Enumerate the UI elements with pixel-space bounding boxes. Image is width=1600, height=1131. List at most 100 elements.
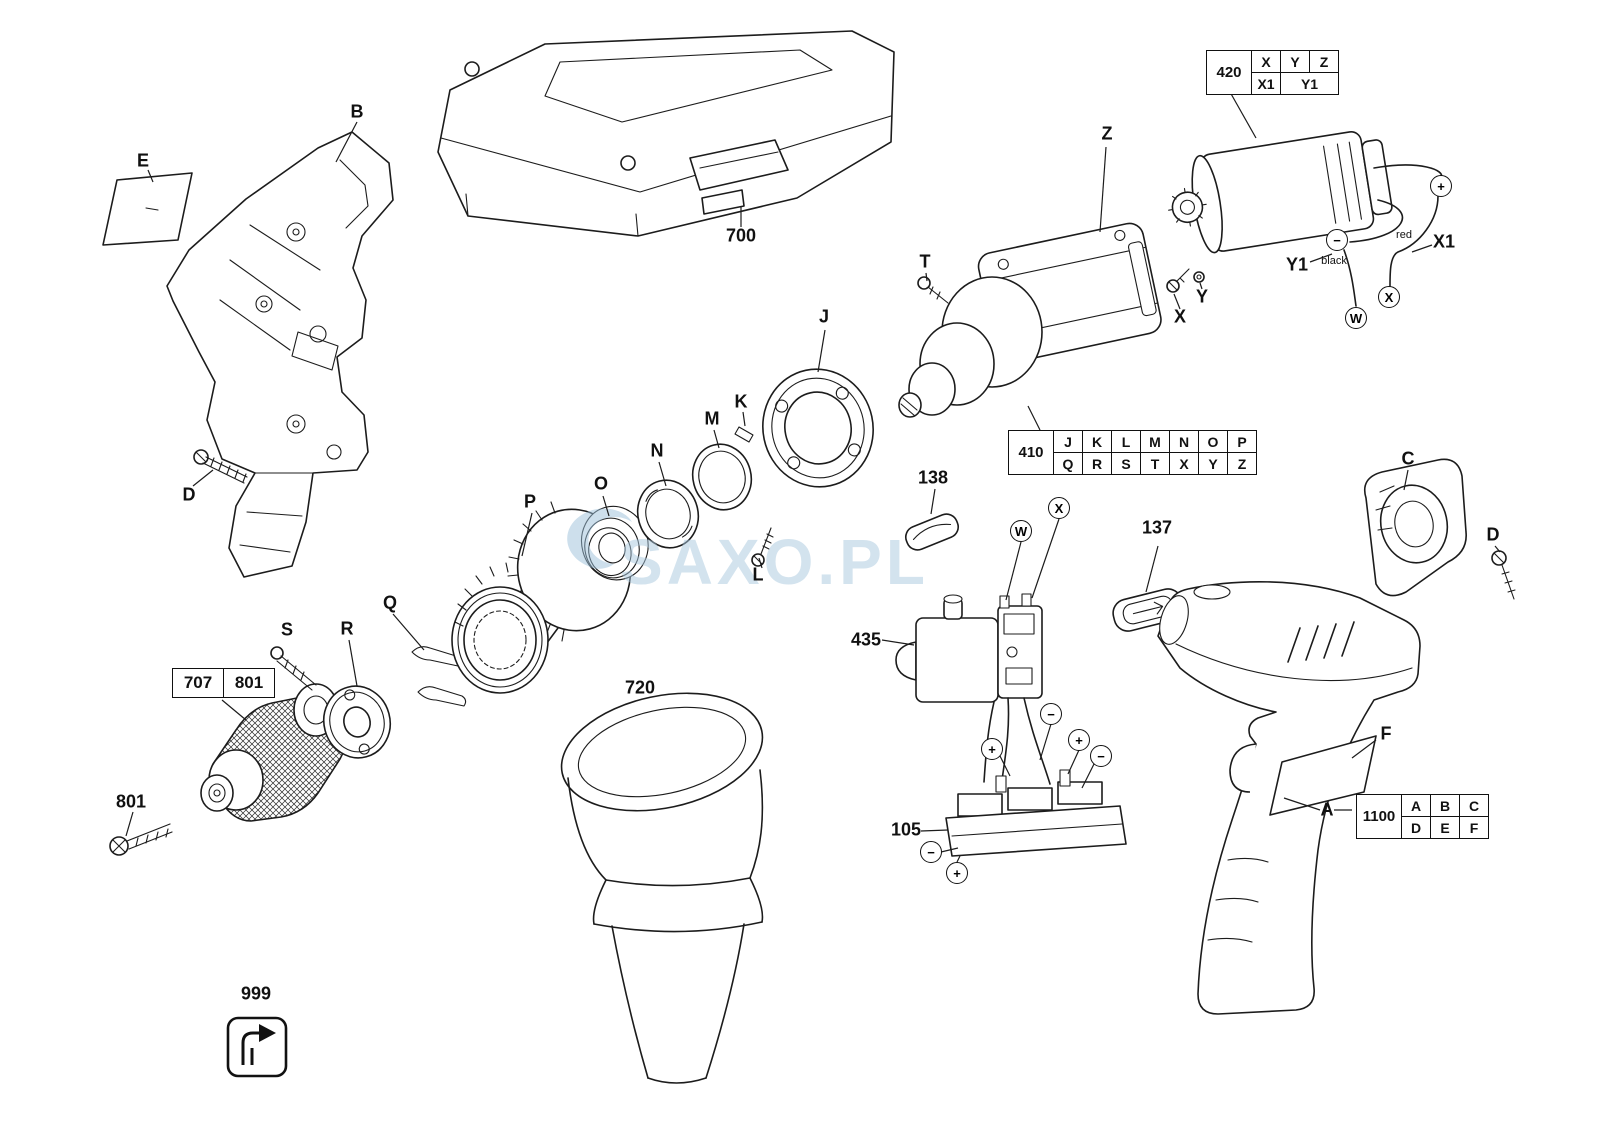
table-cell: N bbox=[1169, 430, 1199, 453]
label-s: S bbox=[280, 619, 294, 640]
table-cell: X1 bbox=[1251, 72, 1281, 95]
table-cell: L bbox=[1111, 430, 1141, 453]
table-cell: Z bbox=[1227, 452, 1257, 475]
label-d-right: D bbox=[1486, 524, 1500, 545]
table-cell: J bbox=[1053, 430, 1083, 453]
label-a: A bbox=[1320, 799, 1334, 820]
button-138 bbox=[904, 513, 960, 551]
dust-nozzle-720 bbox=[560, 692, 764, 1084]
terminal-minus-wire-2: − bbox=[1090, 745, 1112, 767]
table-id-1100: 1100 bbox=[1356, 794, 1402, 839]
motor-screw-x bbox=[1166, 268, 1190, 293]
watermark: SAXO.PL bbox=[567, 508, 929, 598]
recycle-box-999 bbox=[226, 1016, 288, 1078]
part-number-435: 435 bbox=[850, 629, 882, 650]
table-cell: A bbox=[1401, 794, 1431, 817]
label-n: N bbox=[650, 440, 664, 461]
housing-left-b bbox=[166, 131, 394, 578]
table-cell: Z bbox=[1309, 50, 1339, 73]
watermark-text: SAXO.PL bbox=[620, 526, 929, 598]
switch-435 bbox=[895, 593, 1051, 785]
label-y1: Y1 bbox=[1285, 254, 1309, 275]
washer-r bbox=[322, 685, 392, 759]
part-number-138: 138 bbox=[917, 467, 949, 488]
label-k: K bbox=[734, 391, 748, 412]
table-id-410: 410 bbox=[1008, 430, 1054, 475]
label-q: Q bbox=[382, 592, 398, 613]
parts-table-410: 410 J K L M N O P Q R S T X Y Z bbox=[1008, 430, 1257, 475]
label-x1: X1 bbox=[1432, 231, 1456, 252]
label-r: R bbox=[340, 618, 354, 639]
terminal-x-motor: X bbox=[1378, 286, 1400, 308]
label-e: E bbox=[136, 150, 150, 171]
screw-s bbox=[270, 646, 317, 691]
terminal-plus-connector: + bbox=[946, 862, 968, 884]
part-number-700: 700 bbox=[725, 225, 757, 246]
terminal-w-switch: W bbox=[1010, 520, 1032, 542]
terminal-x-switch: X bbox=[1048, 497, 1070, 519]
part-number-720: 720 bbox=[624, 677, 656, 698]
table-cell: Y1 bbox=[1280, 72, 1339, 95]
gearbox bbox=[898, 222, 1162, 418]
label-f: F bbox=[1380, 723, 1392, 744]
motor bbox=[1168, 131, 1393, 254]
info-label-e bbox=[102, 172, 193, 246]
table-cell: Y bbox=[1198, 452, 1228, 475]
table-cell: C bbox=[1459, 794, 1489, 817]
table-cell: 707 bbox=[172, 668, 224, 698]
terminal-w-motor: W bbox=[1345, 307, 1367, 329]
label-y-motor: Y bbox=[1195, 286, 1209, 307]
table-cell: X bbox=[1169, 452, 1199, 475]
terminal-plus-motor: + bbox=[1430, 175, 1452, 197]
table-cell: R bbox=[1082, 452, 1112, 475]
leader-lines bbox=[125, 91, 1501, 863]
table-cell: O bbox=[1198, 430, 1228, 453]
table-cell: Q bbox=[1053, 452, 1083, 475]
parts-table-707-801: 707 801 bbox=[172, 668, 275, 698]
washer-y bbox=[1193, 271, 1205, 283]
table-cell: D bbox=[1401, 816, 1431, 839]
label-c: C bbox=[1401, 448, 1415, 469]
pin-k bbox=[734, 426, 754, 443]
table-cell: E bbox=[1430, 816, 1460, 839]
terminal-plus-wire-2: + bbox=[1068, 729, 1090, 751]
spring-washer-n bbox=[636, 479, 700, 549]
screw-d-left bbox=[193, 449, 248, 484]
table-cell: B bbox=[1430, 794, 1460, 817]
part-number-999: 999 bbox=[240, 983, 272, 1004]
wire-label-red: red bbox=[1396, 229, 1412, 241]
carrying-case bbox=[437, 30, 895, 237]
clamp-ring-j bbox=[762, 368, 874, 488]
part-number-105: 105 bbox=[890, 819, 922, 840]
chuck bbox=[200, 683, 347, 822]
clutch-collar-p bbox=[451, 501, 632, 694]
table-cell: P bbox=[1227, 430, 1257, 453]
screw-d-right bbox=[1491, 550, 1516, 600]
rear-cap-c bbox=[1363, 458, 1467, 597]
part-number-801: 801 bbox=[115, 791, 147, 812]
table-cell: F bbox=[1459, 816, 1489, 839]
table-cell: X bbox=[1251, 50, 1281, 73]
screw-t bbox=[917, 276, 949, 304]
table-cell: T bbox=[1140, 452, 1170, 475]
table-id-420: 420 bbox=[1206, 50, 1252, 95]
screw-801 bbox=[109, 823, 173, 856]
label-z: Z bbox=[1101, 123, 1113, 144]
screw-l bbox=[751, 527, 774, 567]
table-cell: S bbox=[1111, 452, 1141, 475]
table-cell: Y bbox=[1280, 50, 1310, 73]
ring-m bbox=[691, 443, 753, 511]
info-label-f bbox=[1269, 735, 1377, 816]
label-x-motor: X bbox=[1173, 306, 1187, 327]
label-p: P bbox=[523, 491, 537, 512]
label-m: M bbox=[704, 408, 720, 429]
part-number-137: 137 bbox=[1141, 517, 1173, 538]
terminal-minus-motor: − bbox=[1326, 229, 1348, 251]
table-cell: K bbox=[1082, 430, 1112, 453]
label-j: J bbox=[818, 306, 830, 327]
terminal-minus-connector: − bbox=[920, 841, 942, 863]
table-cell: 801 bbox=[223, 668, 275, 698]
label-b: B bbox=[350, 101, 364, 122]
